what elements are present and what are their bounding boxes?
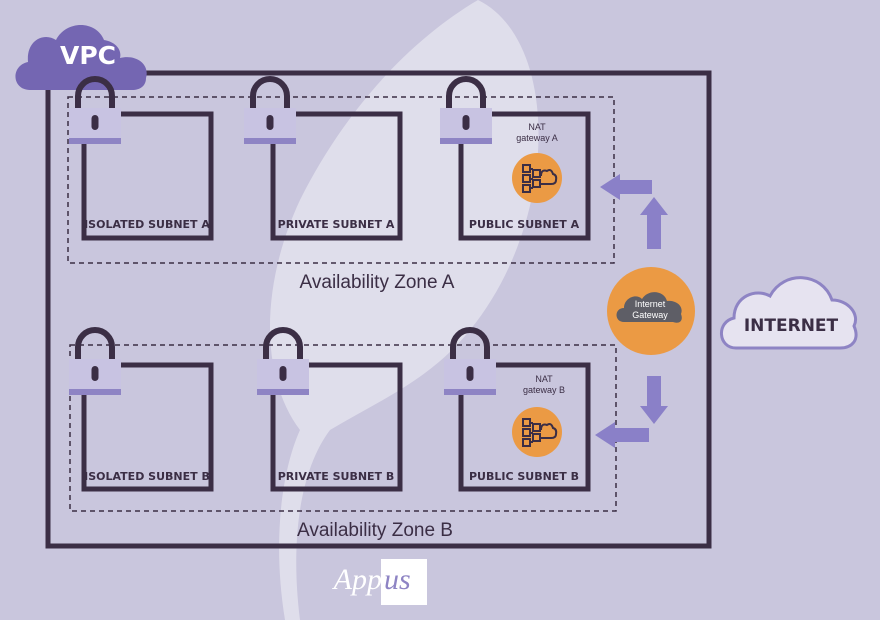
nat-gateway-icon — [511, 152, 563, 204]
subnet-private-a: PRIVATE SUBNET A — [270, 111, 403, 241]
availability-zone-a-label: Availability Zone A — [300, 272, 455, 293]
arrow-up-icon — [640, 197, 668, 249]
lock-icon — [444, 330, 496, 395]
nat-gateway-label: gateway A — [516, 133, 558, 143]
internet-gateway-label: Internet — [635, 299, 666, 309]
lock-icon — [69, 330, 121, 395]
subnet-label: PUBLIC SUBNET A — [469, 218, 580, 231]
availability-zone-a-outline — [67, 96, 615, 264]
arrow-down-icon — [640, 376, 668, 424]
subnet-public-b: PUBLIC SUBNET B NAT gateway B — [458, 362, 591, 492]
internet-gateway-label: Gateway — [632, 310, 668, 320]
arrow-to-public-b-icon — [595, 422, 649, 448]
subnet-label: ISOLATED SUBNET B — [84, 470, 210, 483]
lock-icon — [244, 79, 296, 144]
vpc-cloud-icon — [15, 25, 147, 90]
feather-watermark — [269, 0, 539, 620]
nat-gateway-icon — [511, 406, 563, 458]
appus-logo: App us — [332, 559, 427, 605]
subnet-label: PRIVATE SUBNET A — [278, 218, 395, 231]
nat-gateway-label: NAT — [535, 374, 553, 384]
vpc-boundary — [45, 70, 712, 549]
internet-gateway: Internet Gateway — [607, 267, 695, 355]
subnet-label: PUBLIC SUBNET B — [469, 470, 579, 483]
arrow-to-public-a-icon — [600, 174, 652, 200]
subnet-isolated-b: ISOLATED SUBNET B — [81, 362, 214, 492]
internet-label: INTERNET — [744, 316, 839, 336]
cloud-icon — [616, 292, 682, 323]
subnet-private-b: PRIVATE SUBNET B — [270, 362, 403, 492]
nat-gateway-label: NAT — [528, 122, 546, 132]
nat-gateway-label: gateway B — [523, 385, 565, 395]
subnet-label: ISOLATED SUBNET A — [84, 218, 210, 231]
subnet-public-a: PUBLIC SUBNET A NAT gateway A — [458, 111, 591, 241]
vpc-label: VPC — [60, 41, 116, 70]
appus-logo-text: App — [332, 563, 382, 596]
availability-zone-b-label: Availability Zone B — [297, 520, 453, 541]
subnet-label: PRIVATE SUBNET B — [278, 470, 395, 483]
subnet-isolated-a: ISOLATED SUBNET A — [81, 111, 214, 241]
appus-logo-text: us — [384, 563, 411, 596]
availability-zone-b-outline — [69, 344, 617, 512]
internet-cloud-icon — [720, 276, 858, 350]
